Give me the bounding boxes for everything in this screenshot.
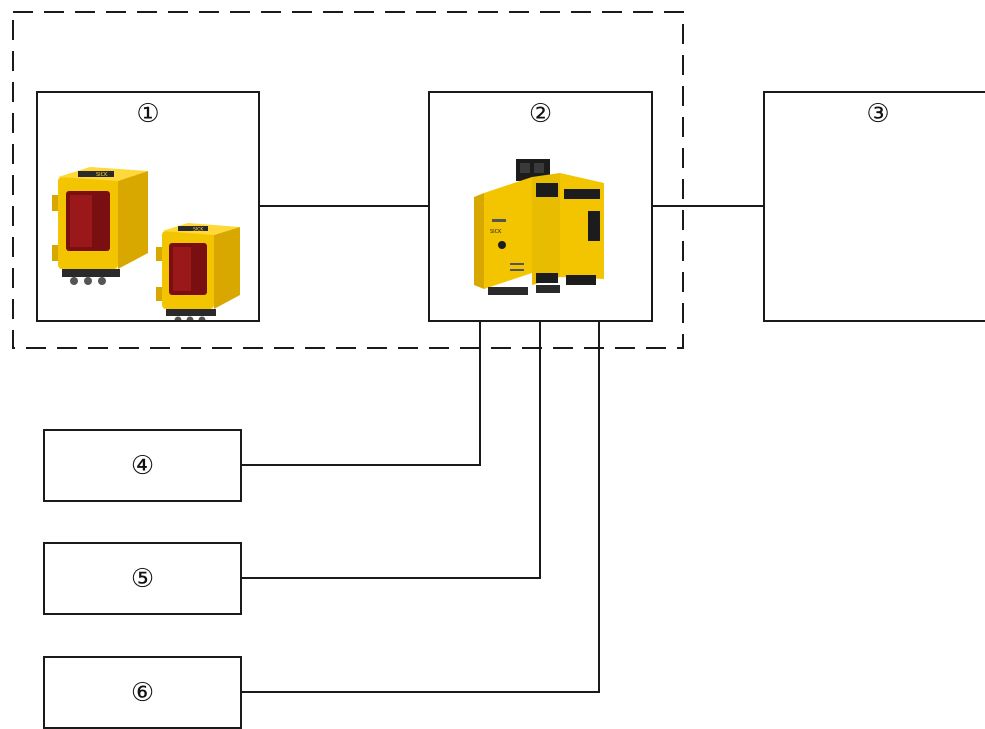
- box-1-safety-scanners: ① SICK: [36, 91, 260, 322]
- box-3: ③: [763, 91, 985, 322]
- box-4-number: ④: [45, 453, 240, 479]
- box-4: ④: [43, 429, 242, 502]
- scanner-1-icon: SICK: [52, 167, 148, 285]
- box-2-safety-controller: ②: [428, 91, 653, 322]
- box-5: ⑤: [43, 542, 242, 615]
- controller-illustration: SICK: [430, 93, 651, 320]
- scanners-illustration: SICK SICK: [38, 93, 258, 320]
- controller-brand-text: SICK: [490, 229, 502, 235]
- box-5-number: ⑤: [45, 566, 240, 592]
- box-6: ⑥: [43, 656, 242, 729]
- connector-2-4: [241, 321, 480, 465]
- scanner-1-brand-text: SICK: [96, 172, 108, 178]
- box-6-number: ⑥: [45, 680, 240, 706]
- controller-icon: SICK: [474, 159, 604, 295]
- connector-2-5: [241, 321, 540, 578]
- scanner-2-icon: SICK: [156, 223, 240, 320]
- box-3-number: ③: [765, 101, 985, 127]
- scanner-2-brand-text: SICK: [193, 227, 204, 233]
- connector-2-6: [241, 321, 599, 692]
